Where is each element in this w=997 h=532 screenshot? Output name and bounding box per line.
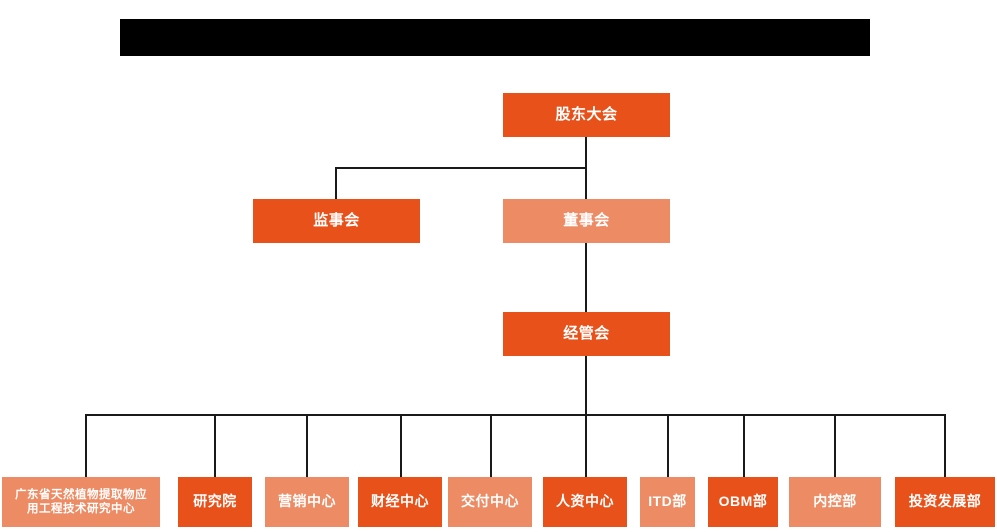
connector-level4-bus (85, 414, 944, 416)
node-label-investment-development-department: 投资发展部 (908, 493, 982, 510)
node-label-research-institute: 研究院 (193, 493, 237, 510)
node-obm-department[interactable]: OBM部 (708, 477, 778, 527)
connector-drop-delivery-center (490, 414, 492, 477)
node-guangdong-research-center[interactable]: 广东省天然植物提取物应 用工程技术研究中心 (2, 477, 160, 527)
connector-shareholders-down (585, 137, 587, 168)
node-marketing-center[interactable]: 营销中心 (265, 477, 349, 527)
connector-drop-investment-development-department (944, 414, 946, 477)
node-label-itd-department: ITD部 (648, 493, 687, 510)
node-board-of-directors[interactable]: 董事会 (503, 199, 670, 243)
node-label-internal-control-department: 内控部 (813, 493, 857, 510)
node-label-marketing-center: 营销中心 (278, 493, 336, 510)
connector-drop-itd-department (667, 414, 669, 477)
node-label-hr-center: 人资中心 (556, 493, 614, 510)
node-label-guangdong-research-center: 广东省天然植物提取物应 用工程技术研究中心 (15, 488, 147, 515)
redacted-title-bar (120, 19, 870, 56)
connector-drop-marketing-center (306, 414, 308, 477)
node-shareholders-meeting[interactable]: 股东大会 (503, 93, 670, 137)
node-label-finance-center: 财经中心 (371, 493, 429, 510)
connector-management-to-bus (585, 356, 587, 416)
connector-directors-drop (585, 167, 587, 199)
connector-drop-research-institute (214, 414, 216, 477)
node-finance-center[interactable]: 财经中心 (358, 477, 442, 527)
connector-drop-hr-center (585, 414, 587, 477)
connector-directors-to-management (585, 243, 587, 312)
node-label-delivery-center: 交付中心 (461, 493, 519, 510)
node-label-obm-department: OBM部 (718, 493, 768, 510)
connector-drop-finance-center (400, 414, 402, 477)
node-management-committee[interactable]: 经管会 (503, 312, 670, 356)
node-label-board-of-supervisors: 监事会 (313, 211, 360, 229)
node-hr-center[interactable]: 人资中心 (543, 477, 627, 527)
node-board-of-supervisors[interactable]: 监事会 (253, 199, 420, 243)
connector-level2-bus (335, 167, 586, 169)
node-research-institute[interactable]: 研究院 (178, 477, 252, 527)
connector-drop-guangdong-research-center (85, 414, 87, 477)
node-label-shareholders-meeting: 股东大会 (555, 105, 618, 123)
connector-drop-internal-control-department (834, 414, 836, 477)
connector-drop-obm-department (743, 414, 745, 477)
node-internal-control-department[interactable]: 内控部 (789, 477, 881, 527)
node-label-board-of-directors: 董事会 (563, 211, 610, 229)
node-label-management-committee: 经管会 (563, 324, 610, 342)
node-itd-department[interactable]: ITD部 (640, 477, 695, 527)
connector-supervisors-drop (335, 167, 337, 199)
node-delivery-center[interactable]: 交付中心 (448, 477, 532, 527)
node-investment-development-department[interactable]: 投资发展部 (895, 477, 995, 527)
